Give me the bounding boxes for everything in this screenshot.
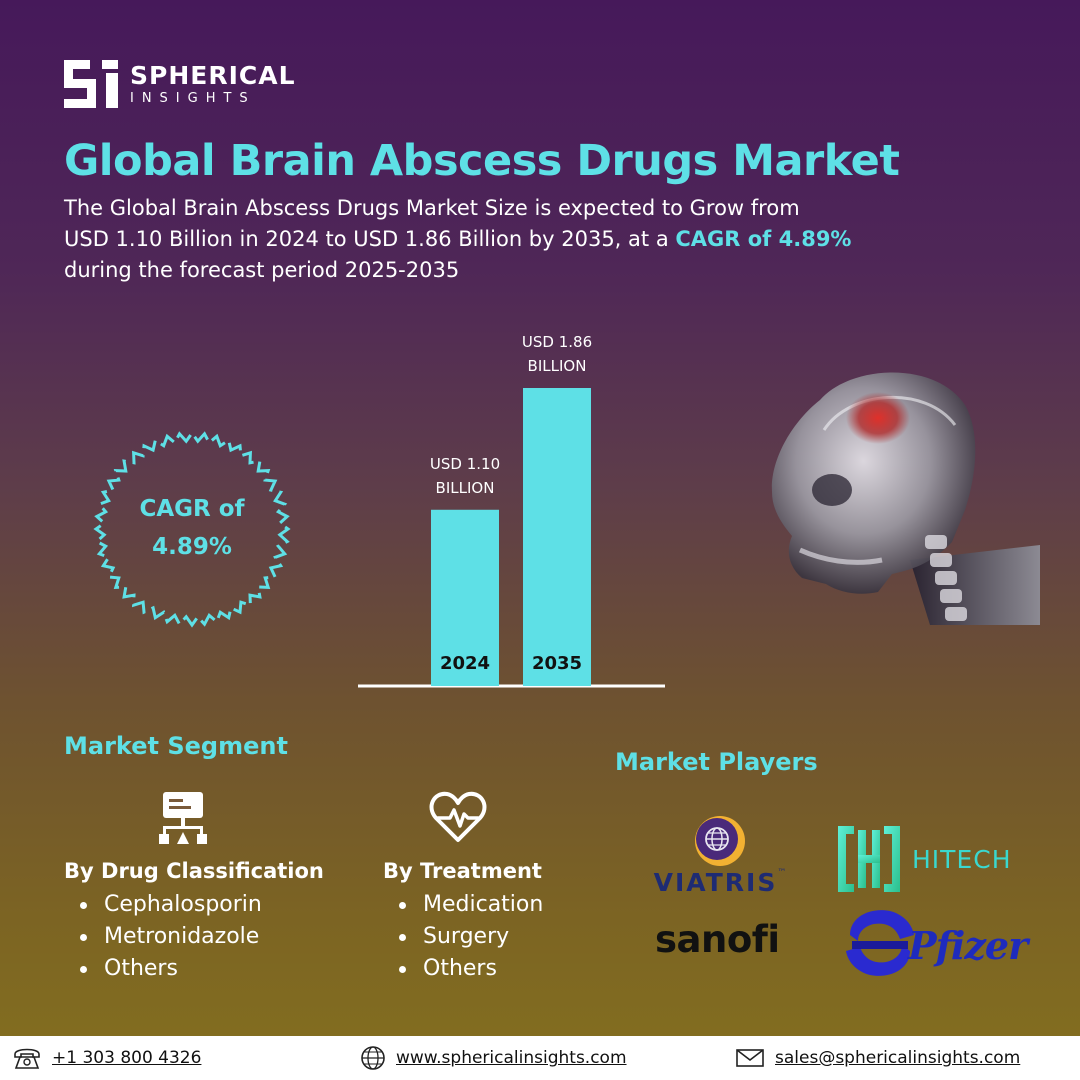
sanofi-logo: sanofi [655,918,780,961]
list-item: Medication [383,889,543,921]
market-segment-heading: Market Segment [64,732,288,760]
viatris-name: VIATRIS [653,868,778,897]
viatris-logo: VIATRIS™ [650,812,790,897]
website-url: www.sphericalinsights.com [396,1048,627,1068]
category-label: 2024 [440,653,490,674]
email-address: sales@sphericalinsights.com [775,1048,1021,1068]
hitech-logo: HITECH [832,822,1012,896]
value-label-unit: BILLION [528,357,587,375]
pfizer-logo: Pfizer [840,905,1028,985]
phone-number: +1 303 800 4326 [52,1048,202,1068]
market-players-heading: Market Players [615,748,818,776]
category-label: 2035 [532,653,582,674]
subtitle-line-1: The Global Brain Abscess Drugs Market Si… [64,196,800,220]
brand-sub: INSIGHTS [130,91,256,106]
drug-classification-title: By Drug Classification [64,859,324,883]
footer-bar: +1 303 800 4326 www.sphericalinsights.co… [0,1036,1080,1080]
cagr-badge-value: 4.89% [152,534,232,560]
brain-xray-image [771,372,1040,625]
cagr-highlight: CAGR of 4.89% [675,227,852,251]
brand-name: SPHERICAL [130,61,296,90]
email-link[interactable]: sales@sphericalinsights.com [735,1036,1020,1080]
viatris-globe-icon [695,816,745,866]
sanofi-name: sanofi [655,918,780,961]
website-link[interactable]: www.sphericalinsights.com [360,1036,627,1080]
globe-icon [361,1046,385,1070]
zigzag-circle-icon [93,430,291,628]
phone-link[interactable]: +1 303 800 4326 [12,1036,201,1080]
treatment-title: By Treatment [383,859,542,883]
zigzag-ring [93,430,291,628]
pfizer-name: Pfizer [908,922,1028,968]
list-item: Others [383,953,543,985]
value-label-amount: USD 1.86 [522,333,592,351]
list-item: Surgery [383,921,543,953]
page-subtitle: The Global Brain Abscess Drugs Market Si… [64,193,944,286]
cagr-badge: CAGR of 4.89% [86,424,298,634]
value-label-amount: USD 1.10 [430,455,500,473]
pfizer-swirl-icon [846,910,914,976]
drug-classification-list: Cephalosporin Metronidazole Others [64,889,262,985]
value-label-unit: BILLION [436,479,495,497]
heart-pulse-icon [429,791,487,842]
viatris-tm: ™ [777,868,787,878]
telephone-icon [14,1048,40,1069]
envelope-icon [736,1049,764,1067]
list-item: Cephalosporin [64,889,262,921]
flowchart-icon [159,792,207,844]
brand-logo: SPHERICAL INSIGHTS [64,60,296,108]
bar-2024 [431,509,499,686]
spherical-logo-icon [64,60,118,108]
cagr-badge-label: CAGR of [139,496,245,522]
hitech-bracket-icon [838,826,900,892]
subtitle-line-2: USD 1.10 Billion in 2024 to USD 1.86 Bil… [64,227,676,251]
list-item: Others [64,953,262,985]
bar-2035 [523,388,591,686]
page-title: Global Brain Abscess Drugs Market [64,136,900,186]
list-item: Metronidazole [64,921,262,953]
hitech-name: HITECH [912,844,1012,874]
subtitle-line-3: during the forecast period 2025-2035 [64,258,460,282]
treatment-list: Medication Surgery Others [383,889,543,985]
